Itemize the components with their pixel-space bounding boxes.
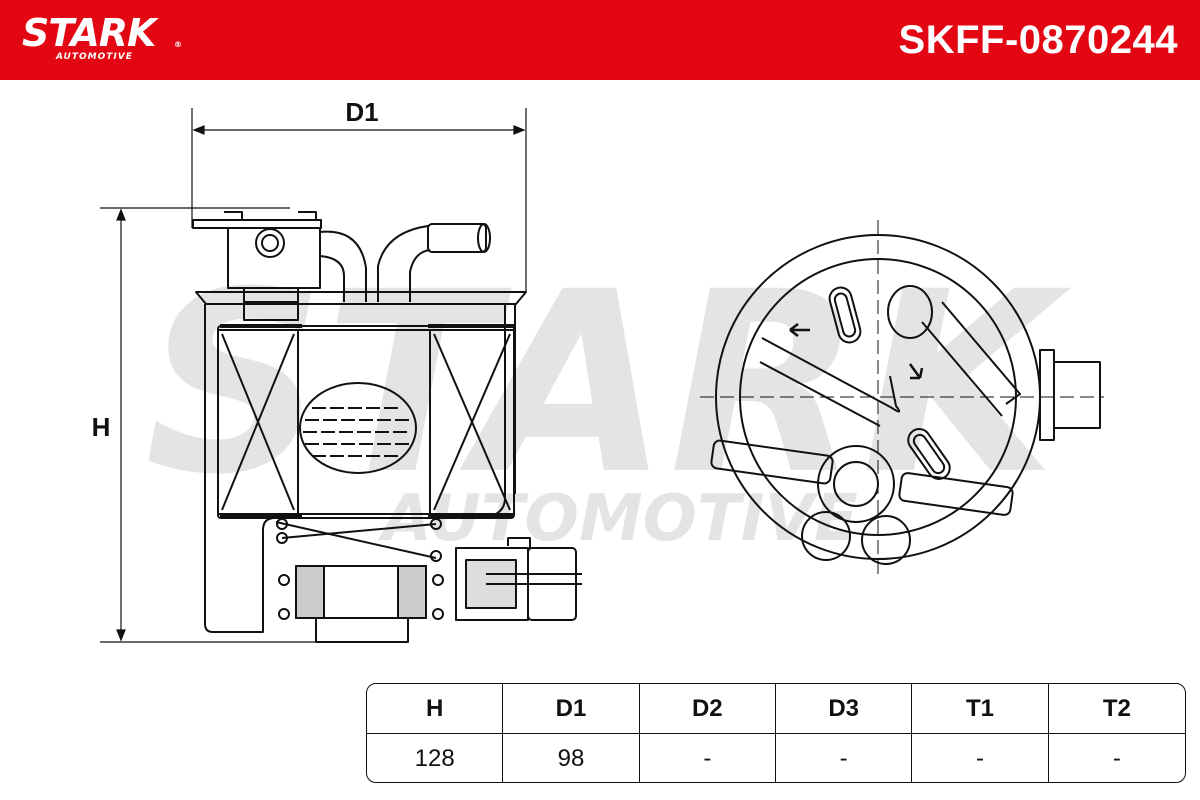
dim-header-t1: T1 bbox=[912, 684, 1049, 734]
dimension-d1-label: D1 bbox=[345, 97, 378, 127]
filter-top-view bbox=[700, 220, 1104, 580]
dimensions-table: H D1 D2 D3 T1 T2 128 98 - - - - bbox=[366, 683, 1186, 783]
dim-value-d1: 98 bbox=[503, 734, 640, 782]
part-number: SKFF-0870244 bbox=[898, 18, 1178, 62]
brand-logo-sub: AUTOMOTIVE bbox=[56, 52, 133, 62]
dim-value-d2: - bbox=[640, 734, 776, 782]
technical-drawing: STARK AUTOMOTIVE D1 H bbox=[92, 97, 1104, 643]
registered-mark: ® bbox=[174, 40, 182, 49]
filter-side-view bbox=[192, 211, 582, 643]
dimension-h-label: H bbox=[92, 412, 111, 442]
header-bar: STARK AUTOMOTIVE ® SKFF-0870244 bbox=[0, 0, 1200, 80]
dim-header-d3: D3 bbox=[775, 684, 913, 734]
dim-header-h: H bbox=[367, 684, 504, 734]
dim-value-h: 128 bbox=[367, 734, 504, 782]
dim-value-t2: - bbox=[1112, 745, 1121, 772]
brand-logo-word: STARK bbox=[22, 11, 156, 55]
dimension-d1 bbox=[191, 108, 527, 292]
dim-value-d3: - bbox=[776, 734, 913, 782]
dim-header-d1: D1 bbox=[503, 684, 640, 734]
dimension-h bbox=[100, 207, 320, 643]
dim-value-t1: - bbox=[912, 734, 1049, 782]
dim-header-d2: D2 bbox=[639, 684, 776, 734]
dim-header-t2: T2 bbox=[1048, 684, 1185, 734]
brand-logo: STARK AUTOMOTIVE ® bbox=[22, 11, 182, 62]
